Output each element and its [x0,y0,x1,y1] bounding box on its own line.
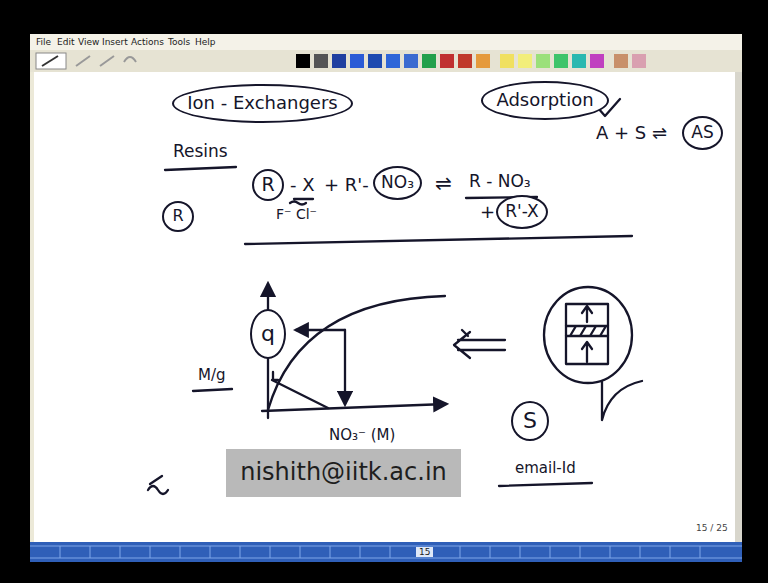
scrollbar [735,72,742,542]
axis-label-circle: q [250,309,286,359]
isotherm-curve [268,296,445,410]
node-text: Ion - Exchangers [187,93,337,114]
node-text: NO₃ [381,173,414,193]
node-text: q [261,321,275,346]
equation-arrow: ⇌ [435,172,452,195]
circled-term: R [162,201,194,232]
circled-term: AS [682,116,723,150]
node-text: AS [691,123,713,143]
equation-text: + [480,202,495,223]
toolbar [30,50,742,72]
section-heading: Resins [173,142,228,162]
column-body [566,304,608,364]
menu-bar [30,34,742,50]
underline [193,389,232,391]
read-off-arrow [296,329,345,331]
scribble-mark [148,476,168,494]
underline [499,483,592,486]
circled-term: S [511,401,549,441]
menu-item: View [78,37,99,47]
node-text: Adsorption [496,90,593,111]
menu-item: Tools [168,37,190,47]
axis-unit: M/g [198,367,226,384]
circled-heading: Ion - Exchangers [172,84,353,123]
menu-item: Edit [57,37,74,47]
tick-mark [273,372,278,380]
note-text: email-Id [515,460,576,477]
small-isotherm [602,381,642,420]
read-off-arrow [344,330,346,404]
status-bar [30,542,742,562]
email-overlay-box: nishith@iitk.ac.in [226,449,461,497]
node-text: R [172,207,183,225]
node-text: nishith@iitk.ac.in [240,459,447,487]
circled-term: R'-X [496,195,548,229]
axis-label: NO₃⁻ (M) [329,427,395,444]
menu-item: Insert [102,37,128,47]
column-circle [544,287,632,383]
flow-arrow [582,306,592,362]
underline [290,199,313,205]
node-text: R'-X [505,202,538,222]
packed-bed [566,326,608,336]
writing-canvas [34,72,735,542]
equation-text: A + S ⇌ [596,123,667,144]
equation-text: + R'- [324,175,369,196]
app-window [30,34,742,562]
node-text: S [523,408,537,433]
page-number: 15 [416,547,433,557]
double-arrow [454,332,505,358]
circled-heading: Adsorption [481,81,609,120]
circled-term: R [252,169,284,201]
separator-line [245,236,632,244]
x-axis [262,404,446,411]
tick-mark [462,330,468,336]
circled-term: NO₃ [373,166,422,200]
handwriting-strokes [148,99,642,494]
menu-item: Help [195,37,216,47]
menu-item: Actions [131,37,164,47]
equation-text: R - NO₃ [469,172,531,192]
operating-line [272,380,328,408]
menu-item: File [36,37,51,47]
page-number: 15 / 25 [696,523,728,533]
underline [165,167,236,170]
ion-note: F⁻ Cl⁻ [276,206,317,222]
node-text: R [261,174,274,196]
equation-text: - X [290,175,315,196]
